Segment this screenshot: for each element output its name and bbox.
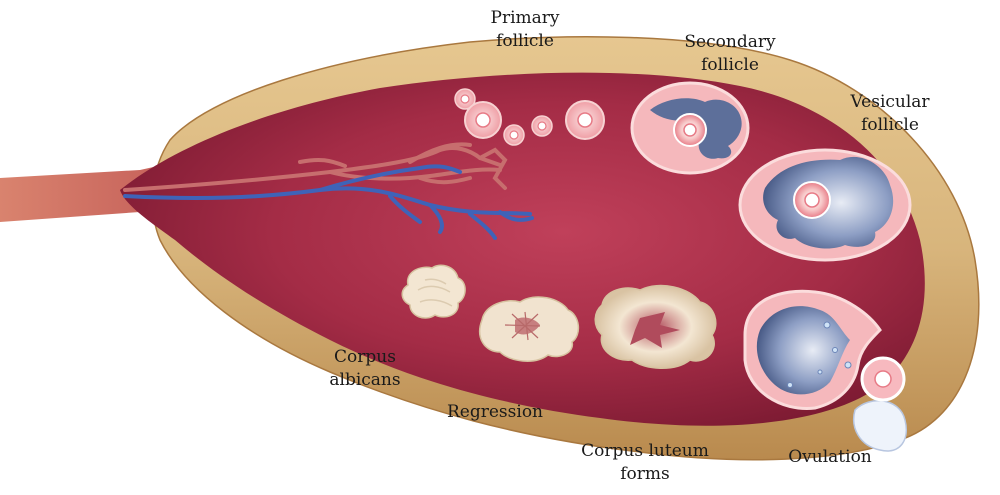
corpus-albicans-label-line1: Corpus <box>334 347 396 367</box>
primary-follicle-label: Primary follicle <box>470 7 580 53</box>
primary-follicle-label-line1: Primary <box>490 8 560 28</box>
oocyte <box>853 356 907 452</box>
regression-label: Regression <box>425 401 565 424</box>
secondary-follicle-label: Secondary follicle <box>665 31 795 77</box>
ovulation-label: Ovulation <box>775 446 885 469</box>
primary-follicle-label-line2: follicle <box>496 31 554 51</box>
corpus-luteum-label: Corpus luteum forms <box>560 440 730 486</box>
vesicular-follicle <box>738 148 912 262</box>
regression-label-text: Regression <box>447 402 543 422</box>
primary-follicles <box>454 88 605 146</box>
ovulation-label-text: Ovulation <box>788 447 872 467</box>
secondary-follicle <box>630 81 750 175</box>
ruptured-follicle <box>743 289 882 410</box>
blood-vessels <box>123 142 508 192</box>
corpus-albicans <box>401 264 466 319</box>
corpus-albicans-label: Corpus albicans <box>315 346 415 392</box>
secondary-follicle-label-line1: Secondary <box>684 32 776 52</box>
corpus-luteum-label-line2: forms <box>620 464 670 484</box>
regressing-corpus-luteum <box>479 296 580 362</box>
corpus-albicans-label-line2: albicans <box>329 370 401 390</box>
corpus-luteum <box>594 284 717 369</box>
vesicular-follicle-label-line1: Vesicular <box>850 92 930 112</box>
corpus-luteum-label-line1: Corpus luteum <box>581 441 709 461</box>
veins <box>123 164 534 240</box>
vesicular-follicle-label-line2: follicle <box>861 115 919 135</box>
vesicular-follicle-label: Vesicular follicle <box>835 91 945 137</box>
secondary-follicle-label-line2: follicle <box>701 55 759 75</box>
